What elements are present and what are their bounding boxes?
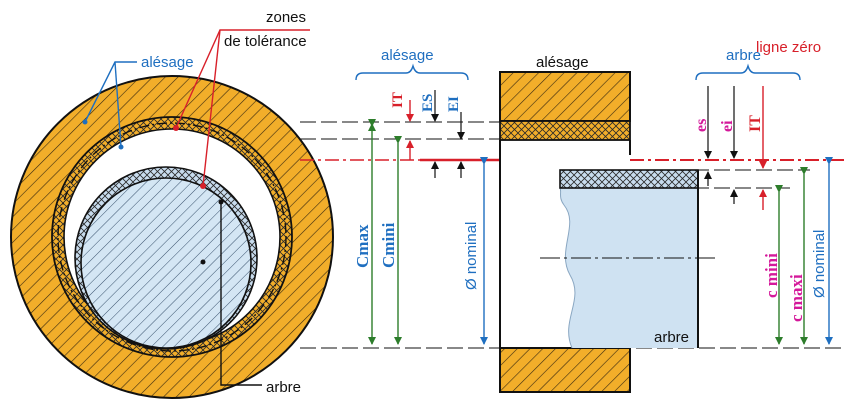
ligne-zero-label: ligne zéro — [756, 39, 821, 56]
longitudinal-section — [499, 71, 716, 393]
c-mini-label: c mini — [762, 253, 781, 298]
shaft-break-line — [559, 187, 576, 349]
ei-label: EI — [446, 96, 462, 112]
es-label: ES — [420, 94, 436, 112]
c-maxi-label: c maxi — [787, 274, 806, 322]
nominal-left-label: Ø nominal — [463, 222, 480, 290]
zones-label: zones — [266, 9, 306, 26]
zero-line-circle — [57, 122, 287, 352]
alesage-leader-2 — [114, 61, 122, 148]
cmax-label: Cmax — [353, 224, 372, 268]
arbre-leader — [220, 202, 262, 386]
nominal-right-label: Ø nominal — [811, 230, 828, 298]
alesage-top-label: alésage — [536, 54, 589, 71]
bore-block-bottom — [499, 347, 631, 393]
center-dot — [200, 259, 206, 265]
alesage-brace — [355, 63, 469, 81]
bore-block-top — [499, 71, 631, 122]
shaft-tolerance-band — [559, 169, 699, 189]
it-shaft-label: IT — [747, 115, 764, 132]
alesage-brace-label: alésage — [381, 47, 434, 64]
arbre-label-bottom: arbre — [266, 379, 301, 396]
ei-shaft-label: ei — [719, 120, 736, 132]
es-shaft-label: es — [693, 119, 710, 132]
bore-tolerance-band — [499, 120, 631, 141]
cmini-label: Cmini — [379, 222, 398, 268]
arbre-brace — [695, 63, 801, 81]
tolerance-zones-label: de tolérance — [224, 33, 307, 50]
it-hole-label: IT — [390, 92, 406, 108]
arbre-brace-label: arbre — [726, 47, 761, 64]
shaft-disc — [80, 177, 252, 349]
shaft-body — [560, 188, 698, 348]
alesage-label-left: alésage — [141, 54, 194, 71]
arbre-section-label: arbre — [654, 329, 689, 346]
circular-section — [10, 29, 334, 399]
zones-leader-2 — [202, 29, 221, 187]
